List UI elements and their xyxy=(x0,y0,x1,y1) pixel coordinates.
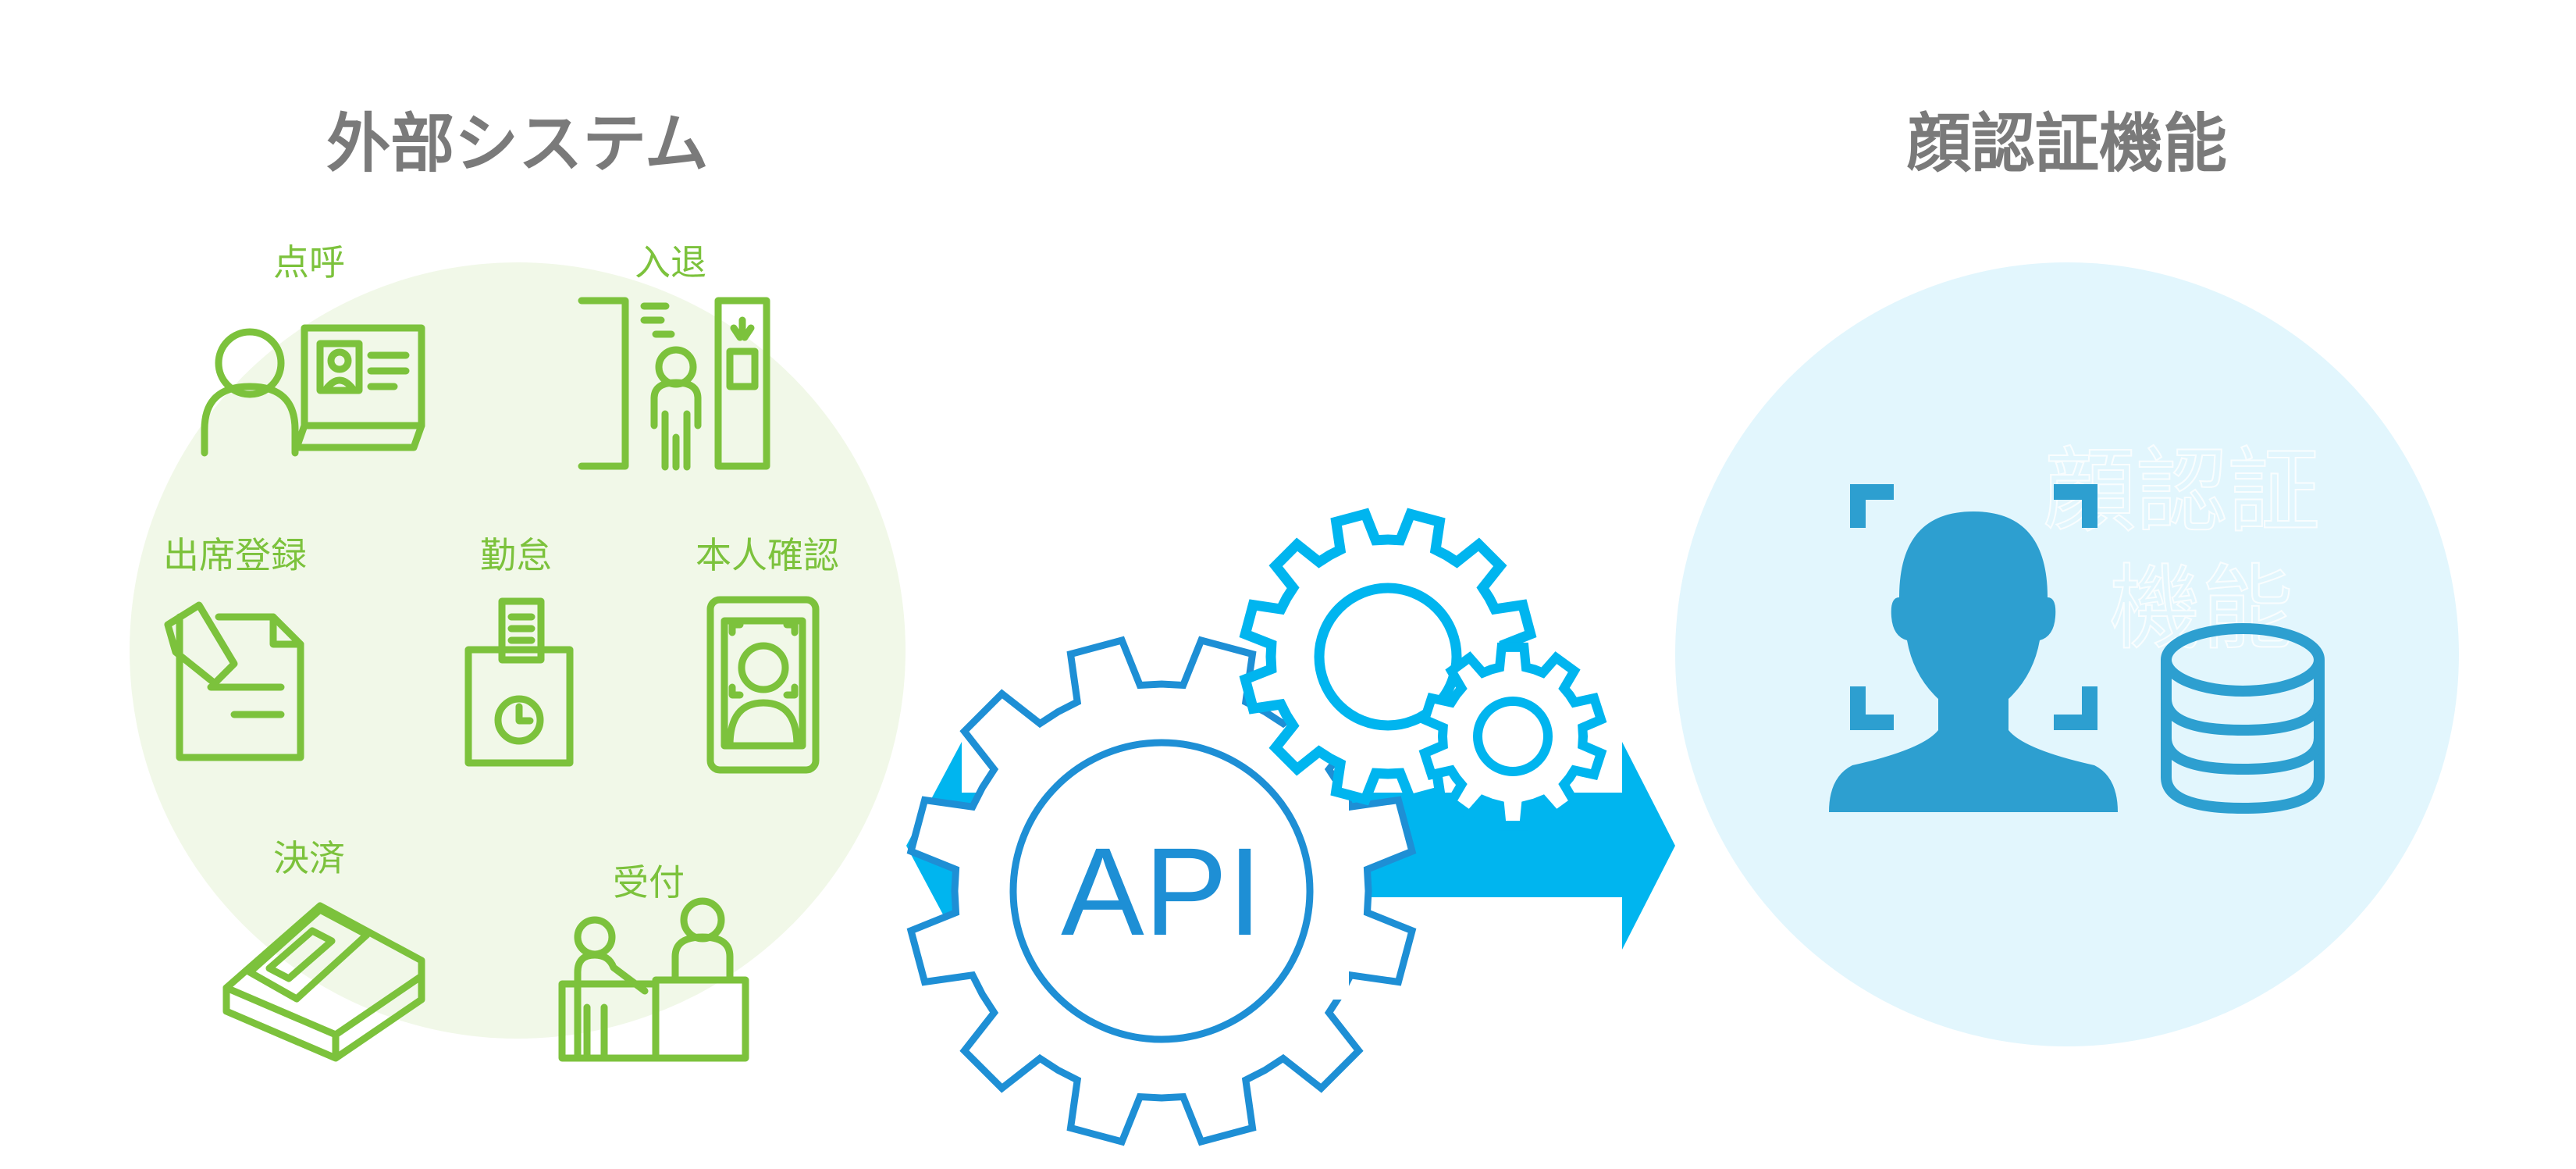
external-systems-title: 外部システム xyxy=(326,107,709,181)
gear-small-icon xyxy=(1418,642,1607,831)
label-reception: 受付 xyxy=(613,861,685,903)
label-payment: 決済 xyxy=(273,837,345,879)
attendance-document-icon xyxy=(164,601,304,761)
reception-desk-icon xyxy=(558,897,749,1062)
label-attendance: 出席登録 xyxy=(163,534,307,576)
entry-exit-gate-icon xyxy=(578,297,770,471)
roll-call-icon xyxy=(201,324,425,457)
label-identity-verification: 本人確認 xyxy=(696,534,839,576)
api-gear-inner-ring xyxy=(1009,739,1314,1043)
api-label: API xyxy=(1061,822,1262,961)
database-icon xyxy=(2161,623,2325,814)
payment-terminal-icon xyxy=(222,902,425,1062)
gear-small-hole xyxy=(1473,697,1553,776)
gear-ring-gap xyxy=(1318,781,1349,1000)
label-roll-call: 点呼 xyxy=(273,241,345,283)
label-time-attendance: 勤怠 xyxy=(480,534,552,576)
face-auth-title: 顔認証機能 xyxy=(1907,107,2227,181)
time-card-icon xyxy=(464,597,574,767)
watermark-text-2: 機能 xyxy=(2109,554,2293,662)
gear-large-hole xyxy=(1314,583,1462,731)
face-auth-circle xyxy=(1675,262,2459,1046)
face-scan-icon xyxy=(1829,484,2118,812)
identity-verification-icon xyxy=(706,596,820,774)
label-entry-exit: 入退 xyxy=(635,241,706,283)
